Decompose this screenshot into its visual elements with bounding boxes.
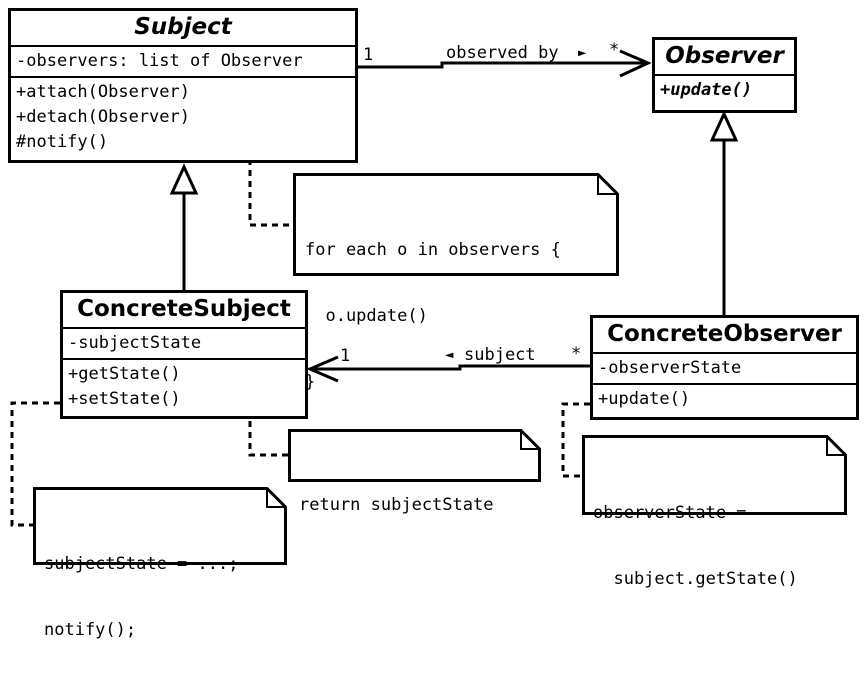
note-get-state-shape [288,429,541,482]
note-notify-shape [293,173,619,276]
note-set-state-line-2: notify(); [44,620,137,640]
association-observed-by-arrowhead [619,49,652,78]
note-notify-line-3: } [305,372,316,392]
attribute-subject-state: -subjectState [68,333,202,353]
multiplicity-observed-by-target: * [609,40,620,60]
operation-attach: +attach(Observer) [16,82,190,102]
operation-update: +update() [598,389,691,409]
note-set-state-shape [33,487,287,565]
operation-set-state: +setState() [68,389,181,409]
attribute-observer-state: -observerState [598,358,742,378]
association-subject-line [310,364,590,371]
attribute-observers: -observers: list of Observer [16,51,303,71]
association-label-observed-by: observed by [446,43,559,63]
note-notify[interactable]: for each o in observers { o.update() } [293,173,619,392]
generalization-concrete-subject-triangle [169,163,199,195]
multiplicity-subject-source: * [571,344,582,364]
note-notify-line-2: o.update() [305,306,428,326]
multiplicity-observed-by-source: 1 [363,45,374,65]
class-concrete-subject-operations: +getState() +setState() [63,360,305,414]
note-update[interactable]: observerState = subject.getState() [582,435,847,589]
operation-notify: #notify() [16,132,109,152]
note-get-state[interactable]: return subjectState [288,429,541,515]
generalization-concrete-observer-triangle [709,110,739,142]
note-set-state[interactable]: subjectState = ...; notify(); [33,487,287,640]
operation-update-abstract: +update() [660,80,753,100]
class-concrete-observer-name: ConcreteObserver [593,318,856,354]
class-subject[interactable]: Subject -observers: list of Observer +at… [8,8,358,163]
association-direction-observed-by-icon: ► [578,45,587,61]
class-subject-name: Subject [11,11,355,47]
class-concrete-subject-attributes: -subjectState [63,329,305,360]
association-subject-arrowhead [306,355,339,383]
operation-get-state: +getState() [68,364,181,384]
association-direction-subject-icon: ◄ [445,347,454,363]
class-observer-name: Observer [655,40,794,76]
class-observer-operations: +update() [655,76,794,105]
note-connector-update [561,402,590,478]
note-notify-line-1: for each o in observers { [305,240,561,260]
note-update-line-2: subject.getState() [593,569,798,589]
multiplicity-subject-target: 1 [340,346,351,366]
class-subject-operations: +attach(Observer) +detach(Observer) #not… [11,78,355,157]
association-observed-by-line [358,61,648,69]
note-update-line-1: observerState = [593,503,747,523]
note-get-state-line-1: return subjectState [299,495,494,515]
class-concrete-subject[interactable]: ConcreteSubject -subjectState +getState(… [60,290,308,419]
class-concrete-observer[interactable]: ConcreteObserver -observerState +update(… [590,315,859,420]
class-subject-attributes: -observers: list of Observer [11,47,355,78]
note-set-state-line-1: subjectState = ...; [44,554,239,574]
class-observer[interactable]: Observer +update() [652,37,797,113]
class-concrete-observer-operations: +update() [593,385,856,414]
note-update-shape [582,435,847,515]
class-concrete-subject-name: ConcreteSubject [63,293,305,329]
association-label-subject: subject [464,345,536,365]
note-connector-set-state [10,401,60,527]
class-concrete-observer-attributes: -observerState [593,354,856,385]
operation-detach: +detach(Observer) [16,107,190,127]
